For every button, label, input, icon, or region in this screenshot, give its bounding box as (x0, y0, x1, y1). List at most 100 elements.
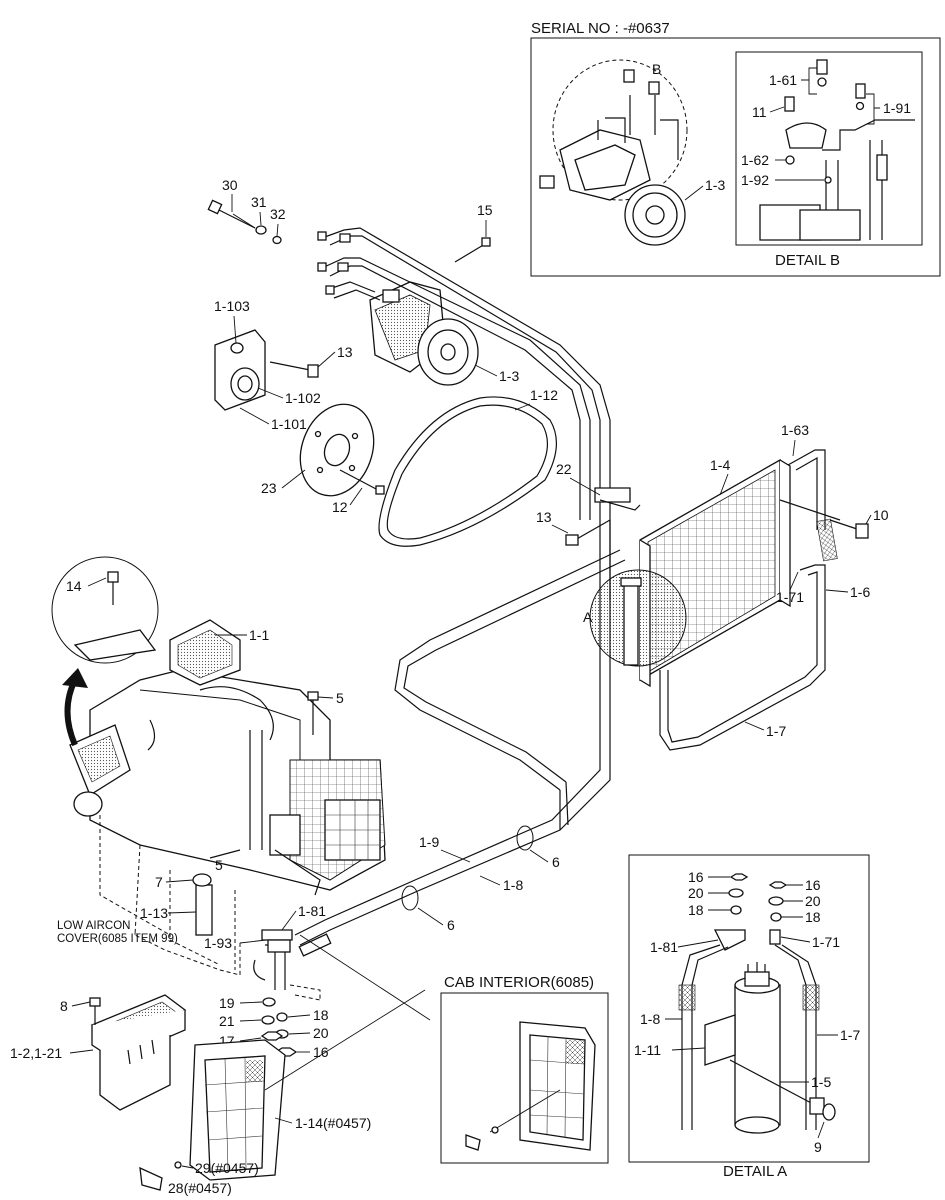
a-label-1-7: 1-7 (840, 1027, 860, 1043)
drive-belt (378, 396, 558, 547)
label-14: 14 (66, 578, 82, 594)
label-1-2: 1-2,1-21 (10, 1045, 62, 1061)
detail-a-inset: DETAIL A (628, 854, 870, 1180)
cab-interior-inset: CAB INTERIOR(6085) (440, 974, 609, 1164)
b-label-1-92: 1-92 (741, 172, 769, 188)
label-5a: 5 (336, 690, 344, 706)
control-panel (89, 994, 187, 1111)
label-15: 15 (477, 202, 493, 218)
grille-1-14 (139, 1039, 286, 1191)
b-label-1-62: 1-62 (741, 152, 769, 168)
compressor (369, 281, 479, 386)
a-label-1-71: 1-71 (812, 934, 840, 950)
serial-title: SERIAL NO : -#0637 (531, 20, 670, 37)
a-label-18b: 18 (805, 909, 821, 925)
detail-b-title: DETAIL B (775, 252, 840, 269)
b-label-B: B (652, 61, 661, 77)
low-aircon-line2: COVER(6085 ITEM 99) (57, 933, 178, 945)
zoom-arrow (64, 678, 78, 747)
label-28: 28(#0457) (168, 1180, 232, 1196)
label-32: 32 (270, 206, 286, 222)
duct-1-13 (192, 873, 213, 936)
a-label-1-5: 1-5 (811, 1074, 831, 1090)
leader-pipe (299, 934, 431, 1021)
compressor-hoses (317, 227, 611, 600)
label-7: 7 (155, 874, 163, 890)
bolt-12 (339, 469, 385, 495)
a-label-1-11: 1-11 (634, 1042, 661, 1058)
label-10: 10 (873, 507, 889, 523)
detail-b-assembly (759, 59, 915, 241)
b-label-1-91: 1-91 (883, 100, 911, 116)
hvac-unit (69, 619, 386, 896)
zoom-circle-14 (51, 556, 159, 664)
b-label-1-61: 1-61 (769, 72, 797, 88)
b-label-11: 11 (752, 104, 767, 120)
label-1-14: 1-14(#0457) (295, 1115, 371, 1131)
serial-inset: SERIAL NO : -#0637 B 1-3 (530, 20, 941, 277)
detail-a-title: DETAIL A (723, 1163, 787, 1180)
a-label-9: 9 (814, 1139, 822, 1155)
washers-lower (260, 997, 298, 1057)
label-1-9: 1-9 (419, 834, 439, 850)
label-A: A (583, 609, 593, 625)
label-1-103: 1-103 (214, 298, 250, 314)
label-6b: 6 (447, 917, 455, 933)
label-1-4: 1-4 (710, 457, 730, 473)
label-30: 30 (222, 177, 238, 193)
label-20a: 20 (313, 1025, 329, 1041)
label-1-101: 1-101 (271, 416, 307, 432)
label-1-13: 1-13 (140, 905, 168, 921)
label-12: 12 (332, 499, 348, 515)
idler-bracket (214, 329, 266, 411)
label-1-71: 1-71 (776, 589, 804, 605)
a-label-20a: 20 (688, 885, 704, 901)
label-22: 22 (556, 461, 572, 477)
label-1-63: 1-63 (781, 422, 809, 438)
label-1-81: 1-81 (298, 903, 326, 919)
pipes-1-8-1-9 (294, 520, 626, 957)
label-1-12: 1-12 (530, 387, 558, 403)
bolt-13b (565, 519, 611, 546)
a-label-20b: 20 (805, 893, 821, 909)
label-1-102: 1-102 (285, 390, 321, 406)
bolt-13a (269, 361, 319, 378)
label-1-8: 1-8 (503, 877, 523, 893)
label-29: 29(#0457) (195, 1160, 259, 1176)
label-13a: 13 (337, 344, 353, 360)
label-1-7: 1-7 (766, 723, 786, 739)
label-8: 8 (60, 998, 68, 1014)
a-label-18a: 18 (688, 902, 704, 918)
label-13b: 13 (536, 509, 552, 525)
inset-compressor (539, 59, 688, 246)
bolt-30 (207, 199, 256, 229)
label-18a: 18 (313, 1007, 329, 1023)
label-1-1: 1-1 (249, 627, 269, 643)
receiver-drier-callout (589, 569, 687, 667)
a-label-16b: 16 (805, 877, 821, 893)
label-31: 31 (251, 194, 267, 210)
label-6a: 6 (552, 854, 560, 870)
clamp-22 (594, 487, 641, 511)
b-label-1-3: 1-3 (705, 177, 725, 193)
label-23: 23 (261, 480, 277, 496)
bolt-15 (454, 237, 491, 263)
leader-to-cab (264, 989, 426, 1091)
label-19: 19 (219, 995, 235, 1011)
a-label-16a: 16 (688, 869, 704, 885)
cab-interior-title: CAB INTERIOR(6085) (444, 974, 594, 991)
label-1-93: 1-93 (204, 935, 232, 951)
pipes-right (659, 449, 841, 751)
a-label-1-81: 1-81 (650, 939, 678, 955)
label-1-6: 1-6 (850, 584, 870, 600)
pulley-23 (299, 403, 375, 497)
label-5b: 5 (215, 857, 223, 873)
bolt-5b (209, 849, 241, 859)
label-1-3: 1-3 (499, 368, 519, 384)
zoom-arrowhead (62, 668, 88, 688)
label-21: 21 (219, 1013, 235, 1029)
label-16a: 16 (313, 1044, 329, 1060)
aircon-cover-dashed (99, 815, 241, 976)
a-label-1-8: 1-8 (640, 1011, 660, 1027)
